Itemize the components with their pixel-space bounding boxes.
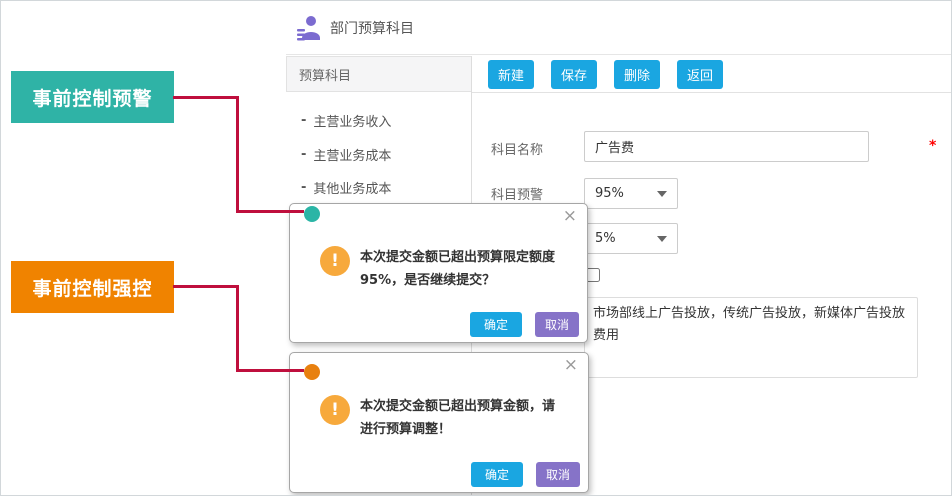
control-percent-value: 5% (595, 231, 616, 246)
ok-button[interactable]: 确定 (470, 462, 523, 487)
connector-line (236, 285, 239, 372)
connector-line (173, 285, 239, 288)
sidebar-item-main-revenue[interactable]: - 主营业务收入 (301, 111, 391, 130)
control-percent-select[interactable]: 5% (584, 223, 678, 254)
sidebar-item-main-cost[interactable]: - 主营业务成本 (301, 145, 391, 164)
subject-name-input[interactable] (584, 131, 869, 162)
connector-line (173, 96, 239, 99)
tree-item-label: 其他业务成本 (313, 182, 392, 197)
page-title: 部门预算科目 (330, 20, 414, 37)
chevron-down-icon (657, 190, 667, 197)
control-dot-icon (304, 364, 320, 380)
user-list-icon (297, 15, 320, 40)
required-asterisk: * (929, 138, 937, 154)
back-button[interactable]: 返回 (677, 59, 724, 89)
control-dialog: × ! 本次提交金额已超出预算金额，请 进行预算调整！ 确定 取消 (289, 352, 589, 493)
toolbar: 新建 保存 删除 返回 (472, 56, 951, 93)
tree-collapse-icon[interactable]: - (301, 147, 307, 162)
cancel-button[interactable]: 取消 (534, 312, 579, 337)
warning-dialog: × ! 本次提交金额已超出预算限定额度 95%，是否继续提交？ 确定 取消 (289, 203, 588, 343)
annotation-control-tag: 事前控制强控 (11, 261, 174, 313)
ok-button[interactable]: 确定 (469, 312, 522, 337)
close-icon[interactable]: × (562, 206, 577, 226)
save-button[interactable]: 保存 (551, 59, 598, 89)
connector-line (236, 96, 239, 213)
alert-icon: ! (320, 395, 350, 425)
cancel-button[interactable]: 取消 (535, 462, 580, 487)
close-icon[interactable]: × (563, 355, 578, 375)
annotation-warning-tag: 事前控制预警 (11, 71, 174, 123)
dialog-buttons: 确定 取消 (469, 312, 579, 337)
warning-percent-value: 95% (595, 186, 624, 201)
connector-line (236, 210, 304, 213)
dialog-message-line2: 95%，是否继续提交？ (360, 273, 496, 288)
dialog-buttons: 确定 取消 (470, 462, 580, 487)
dialog-message: 本次提交金额已超出预算金额，请 进行预算调整！ (360, 395, 578, 441)
tree-item-label: 主营业务成本 (313, 149, 392, 164)
dialog-message-line2: 进行预算调整！ (360, 422, 452, 437)
warning-percent-select[interactable]: 95% (584, 178, 678, 209)
tree-collapse-icon[interactable]: - (301, 180, 307, 195)
delete-button[interactable]: 删除 (614, 59, 661, 89)
warning-dot-icon (304, 206, 320, 222)
sidebar-item-other-cost[interactable]: - 其他业务成本 (301, 178, 391, 197)
chevron-down-icon (657, 235, 667, 242)
description-textarea[interactable]: 市场部线上广告投放，传统广告投放，新媒体广告投放费用 (584, 297, 918, 378)
tree-item-label: 主营业务收入 (313, 115, 392, 130)
alert-icon: ! (320, 246, 350, 276)
subject-name-label: 科目名称 (491, 143, 544, 158)
title-bar: 部门预算科目 (286, 1, 951, 55)
tree-collapse-icon[interactable]: - (301, 113, 307, 128)
dialog-message: 本次提交金额已超出预算限定额度 95%，是否继续提交？ (360, 246, 578, 292)
sidebar-header: 预算科目 (286, 56, 471, 92)
dialog-message-line1: 本次提交金额已超出预算限定额度 (360, 250, 556, 265)
dialog-message-line1: 本次提交金额已超出预算金额，请 (360, 399, 556, 414)
connector-line (236, 369, 304, 372)
new-button[interactable]: 新建 (488, 59, 535, 89)
control-checkbox[interactable] (586, 268, 600, 282)
subject-warning-label: 科目预警 (491, 188, 544, 203)
